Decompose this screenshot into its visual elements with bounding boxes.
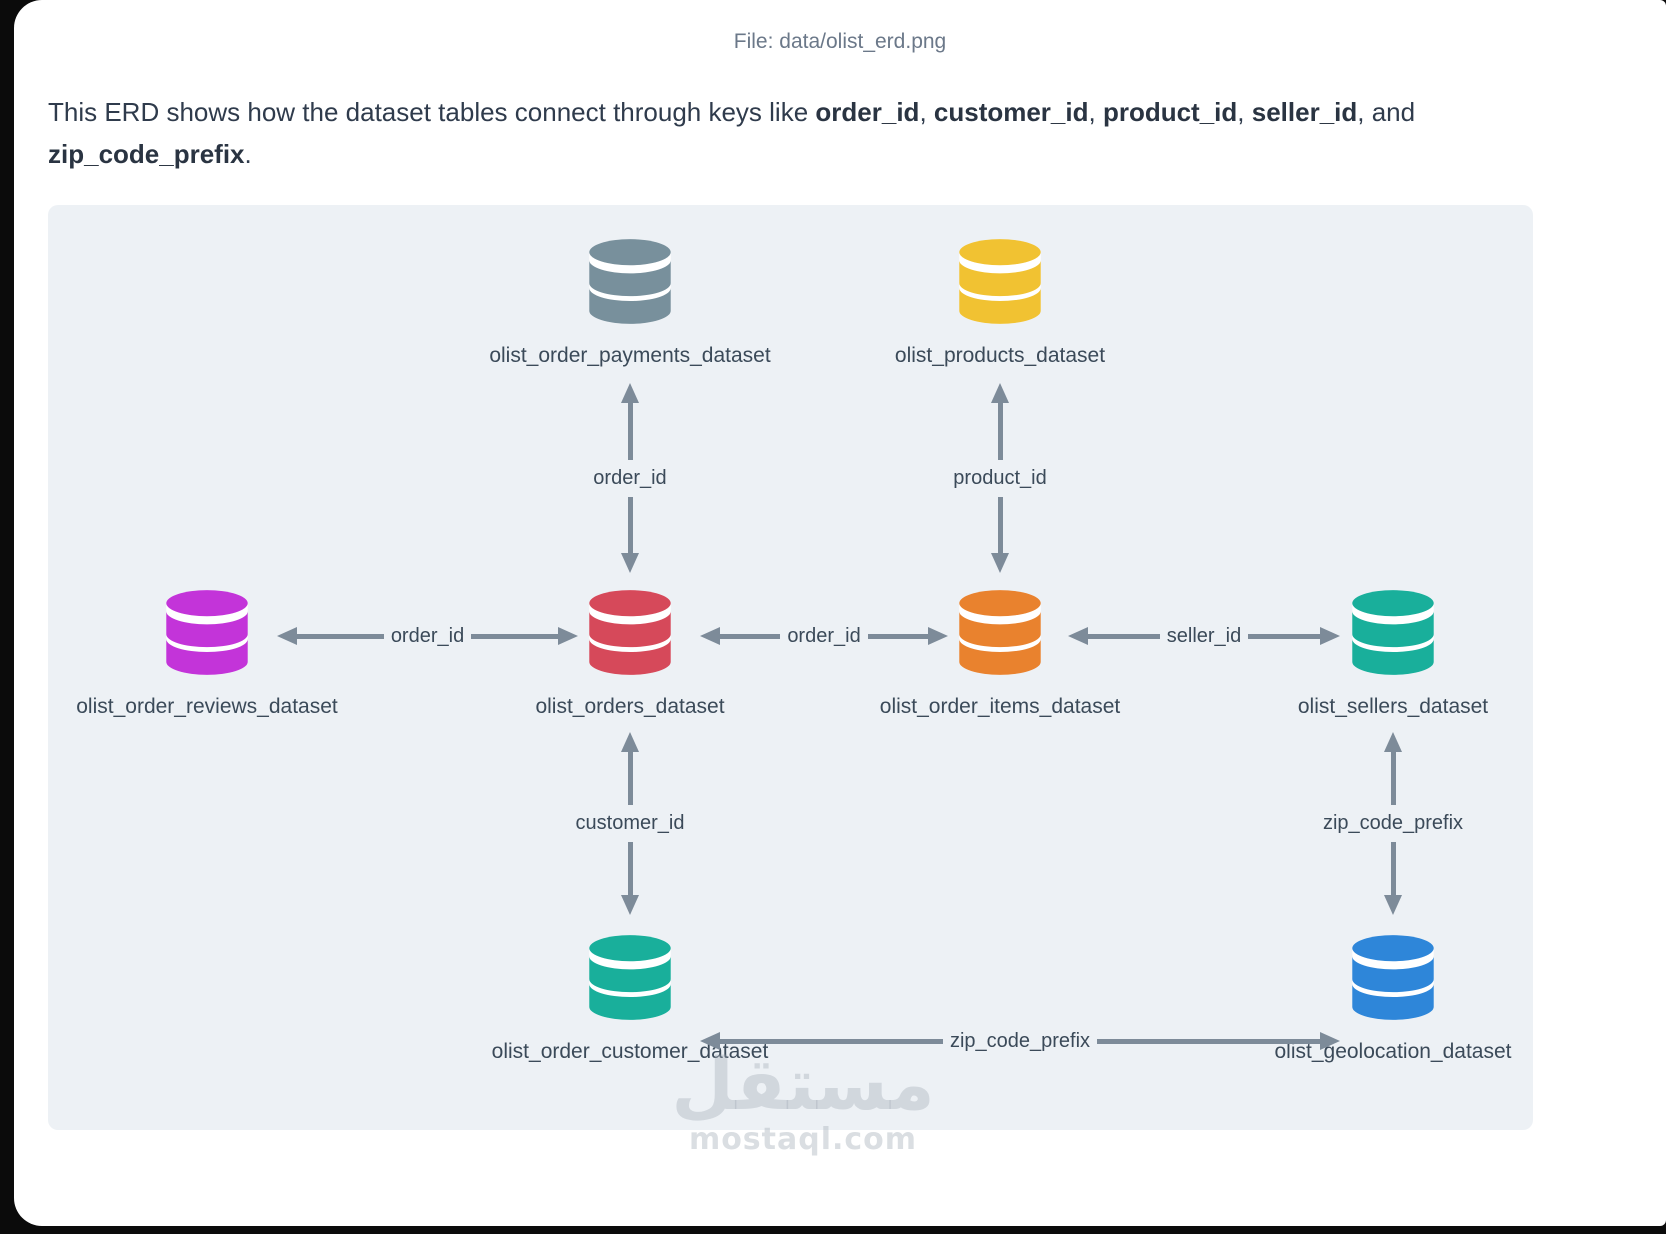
arrowhead-down-icon (991, 553, 1009, 574)
table-label: olist_order_items_dataset (879, 695, 1121, 719)
table-label: olist_orders_dataset (535, 695, 725, 719)
edge-order_id: order_id (277, 622, 579, 650)
database-icon (589, 935, 671, 1021)
table-label: olist_sellers_dataset (1297, 695, 1489, 719)
edge-line (997, 403, 1003, 460)
edge-line (627, 496, 633, 554)
key-label: product_id (953, 466, 1047, 489)
key-label: customer_id (575, 812, 685, 835)
arrowhead-up-icon (991, 383, 1009, 404)
edge-line (720, 1038, 943, 1044)
edge-seller_id: seller_id (1068, 622, 1341, 650)
node-olist_order_customer_dataset: olist_order_customer_dataset (460, 927, 800, 1064)
arrowhead-up-icon (621, 732, 639, 753)
key-label: order_id (787, 624, 861, 647)
edge-customer_id: customer_id (560, 732, 700, 916)
node-olist_order_payments_dataset: olist_order_payments_dataset (460, 231, 800, 368)
edge-line (297, 633, 384, 639)
edge-product_id: product_id (930, 383, 1070, 574)
edge-zip_code_prefix: zip_code_prefix (700, 1027, 1340, 1055)
arrowhead-down-icon (621, 895, 639, 916)
erd-panel: olist_order_payments_dataset olist_produc… (48, 205, 1533, 1131)
arrowhead-down-icon (1384, 895, 1402, 916)
edge-line (627, 752, 633, 806)
edge-line (1390, 752, 1396, 806)
key-label: zip_code_prefix (949, 1029, 1091, 1052)
key-label: seller_id (1166, 624, 1242, 647)
arrowhead-up-icon (1384, 732, 1402, 753)
node-olist_products_dataset: olist_products_dataset (830, 231, 1170, 368)
database-icon (959, 239, 1041, 325)
arrowhead-right-icon (558, 627, 579, 646)
edge-line (997, 496, 1003, 554)
arrowhead-left-icon (700, 627, 720, 646)
file-title: File: data/olist_erd.png (733, 30, 947, 53)
arrowhead-up-icon (621, 383, 639, 404)
key-label: zip_code_prefix (1322, 812, 1464, 835)
edge-line (1248, 633, 1321, 639)
database-icon (589, 590, 671, 676)
node-olist_order_items_dataset: olist_order_items_dataset (830, 582, 1170, 719)
edge-line (627, 842, 633, 896)
edge-line (720, 633, 781, 639)
database-icon (1352, 935, 1434, 1021)
edge-line (1097, 1038, 1320, 1044)
edge-line (867, 633, 929, 639)
description-text: This ERD shows how the dataset tables co… (48, 97, 1416, 169)
arrowhead-left-icon (1068, 627, 1088, 646)
database-icon (1352, 590, 1434, 676)
key-label: order_id (593, 466, 667, 489)
page-card: File: data/olist_erd.png This ERD shows … (14, 0, 1666, 1226)
node-olist_order_reviews_dataset: olist_order_reviews_dataset (37, 582, 377, 719)
arrowhead-down-icon (621, 553, 639, 574)
table-label: olist_order_payments_dataset (489, 344, 771, 368)
arrowhead-right-icon (928, 627, 949, 646)
edge-line (627, 403, 633, 460)
key-label: order_id (390, 624, 465, 647)
database-icon (589, 239, 671, 325)
arrowhead-right-icon (1320, 627, 1341, 646)
edge-order_id: order_id (700, 622, 949, 650)
table-label: olist_products_dataset (894, 344, 1106, 368)
arrowhead-left-icon (277, 627, 297, 646)
node-olist_sellers_dataset: olist_sellers_dataset (1223, 582, 1563, 719)
edge-line (471, 633, 559, 639)
arrowhead-right-icon (1320, 1032, 1340, 1051)
database-icon (166, 590, 248, 676)
table-label: olist_order_reviews_dataset (76, 695, 338, 719)
edge-line (1088, 633, 1160, 639)
table-label: olist_order_customer_dataset (491, 1040, 769, 1064)
arrowhead-left-icon (700, 1032, 720, 1051)
node-olist_orders_dataset: olist_orders_dataset (460, 582, 800, 719)
database-icon (959, 590, 1041, 676)
edge-zip_code_prefix: zip_code_prefix (1322, 732, 1464, 916)
edge-line (1390, 842, 1396, 896)
edge-order_id: order_id (560, 383, 700, 574)
